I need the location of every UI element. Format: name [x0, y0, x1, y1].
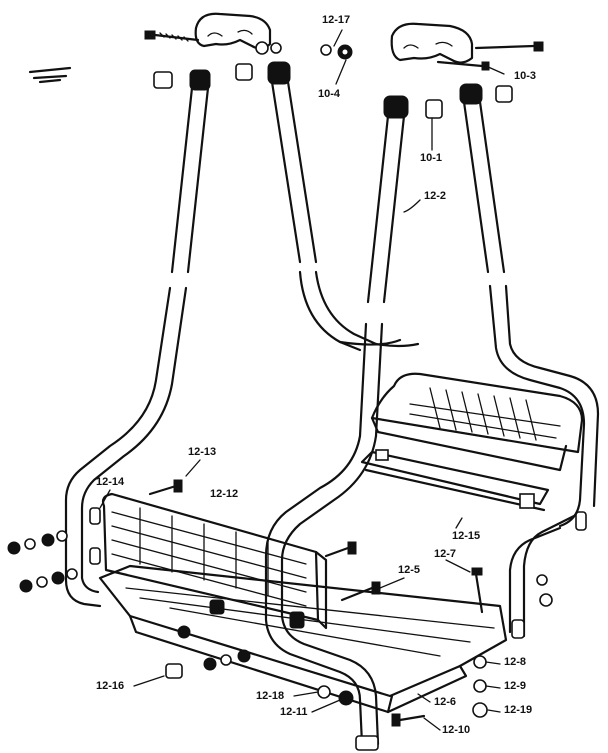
top-left-bolt: [144, 30, 200, 42]
lower-seat-panel: [98, 564, 508, 714]
washer-nut-12-17: [320, 44, 353, 60]
label-10-4: 10-4: [318, 88, 341, 100]
label-12-2: 12-2: [424, 190, 447, 202]
label-12-13: 12-13: [188, 446, 217, 458]
right-hanger-bracket: [390, 22, 474, 64]
label-12-8: 12-8: [504, 656, 527, 668]
label-12-19: 12-19: [504, 704, 533, 716]
label-12-17: 12-17: [322, 14, 351, 26]
label-10-1: 10-1: [420, 152, 443, 164]
seat-back-panel: [370, 372, 584, 472]
label-12-7: 12-7: [434, 548, 457, 560]
top-left-nut: [255, 41, 282, 55]
label-12-18: 12-18: [256, 690, 285, 702]
seat-back-brace: [360, 449, 550, 512]
label-12-9: 12-9: [504, 680, 527, 692]
top-right-bolt-upper: [474, 41, 544, 52]
hanger-tubes-upper: [170, 80, 506, 304]
label-12-11: 12-11: [280, 706, 308, 718]
label-12-15: 12-15: [452, 530, 481, 542]
label-12-5: 12-5: [398, 564, 421, 576]
end-caps: [89, 507, 587, 751]
bushings: [153, 61, 513, 119]
label-12-14: 12-14: [96, 476, 125, 488]
frame-left-tubes: [64, 270, 378, 608]
leader-lines: [99, 29, 505, 731]
label-12-10: 12-10: [442, 724, 471, 736]
sketch-mark: [28, 66, 72, 84]
label-10-3: 10-3: [514, 70, 537, 82]
seat-bolts: [148, 479, 484, 727]
label-12-6: 12-6: [434, 696, 457, 708]
label-12-12: 12-12: [210, 488, 239, 500]
left-side-hardware: [7, 530, 78, 593]
label-12-16: 12-16: [96, 680, 125, 692]
frame-right-tubes: [264, 284, 600, 746]
